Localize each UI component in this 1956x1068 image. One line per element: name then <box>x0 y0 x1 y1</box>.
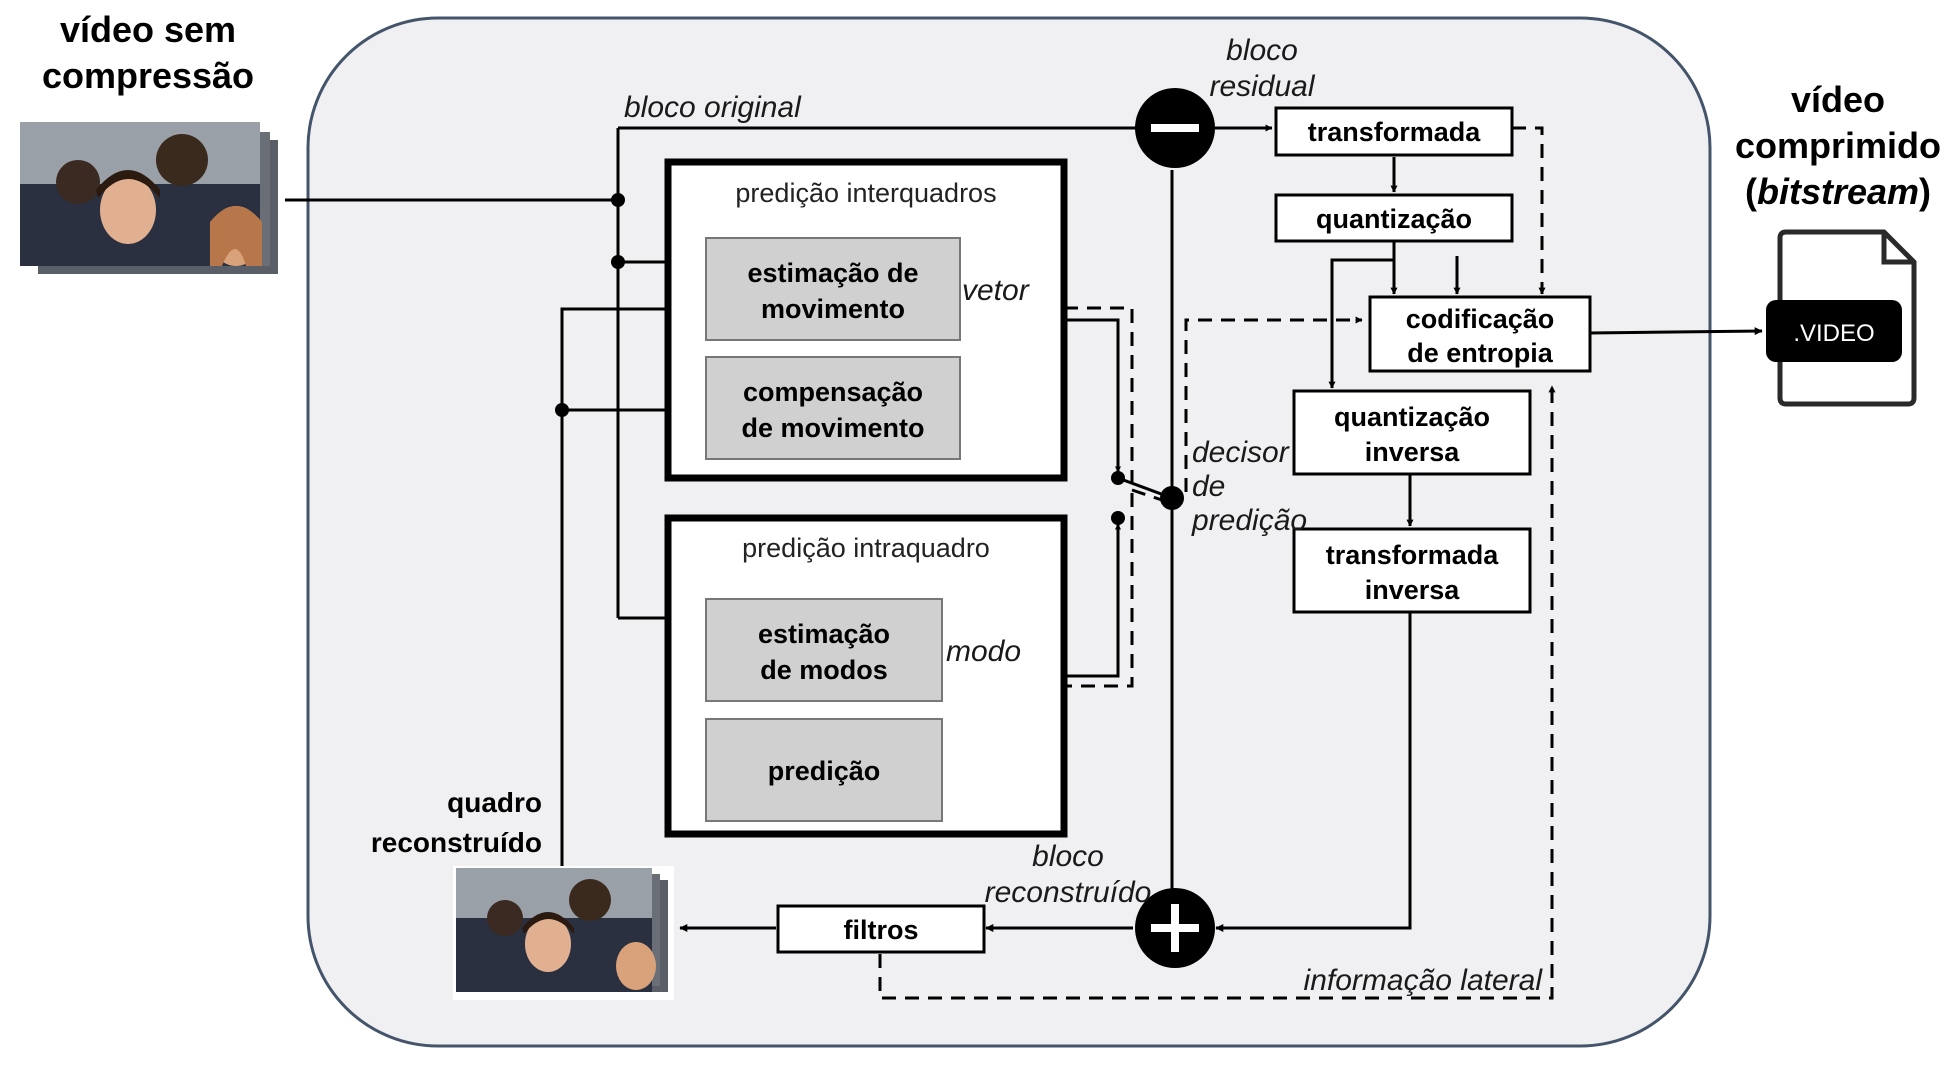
mode-estimation-label: de modos <box>760 655 888 685</box>
mode-estimation-label: estimação <box>758 619 890 649</box>
quantization-label: quantização <box>1316 204 1472 234</box>
output-file-icon <box>1766 229 1917 407</box>
input-title: vídeo sem <box>60 9 236 50</box>
prediction-label: predição <box>768 756 881 786</box>
output-title: (bitstream) <box>1745 171 1931 212</box>
switch-contact-inter <box>1111 471 1125 485</box>
quadro-reconstruido-label: quadro <box>447 787 542 818</box>
adder-node <box>1135 888 1215 968</box>
motion-estimation-block <box>705 237 961 341</box>
decisor-label: predição <box>1191 504 1307 537</box>
filters-block <box>776 904 986 954</box>
modo-label: modo <box>946 635 1021 668</box>
file-badge <box>1766 300 1902 362</box>
informacao-lateral-label: informação lateral <box>1304 964 1544 997</box>
prediction-block <box>705 718 943 822</box>
bloco-original-label: bloco original <box>624 91 802 124</box>
decisor-label: decisor <box>1192 436 1290 469</box>
subtractor-node <box>1135 88 1215 168</box>
switch-contact-intra <box>1111 511 1125 525</box>
junction-dot <box>611 193 625 207</box>
transform-label: transformada <box>1308 117 1482 147</box>
vetor-label: vetor <box>962 274 1030 307</box>
file-label: .VIDEO <box>1793 320 1874 347</box>
inverse-quantization-label: quantização <box>1334 402 1490 432</box>
motion-compensation-block <box>705 356 961 460</box>
junction-dot <box>611 255 625 269</box>
quantization-block <box>1274 193 1514 243</box>
inverse-quantization-block <box>1292 389 1532 476</box>
inverse-quantization-label: inversa <box>1365 437 1461 467</box>
decisor-label: de <box>1192 470 1225 503</box>
inverse-transform-label: transformada <box>1326 540 1500 570</box>
input-video-thumbnail <box>20 122 278 274</box>
junction-dot <box>555 403 569 417</box>
entropy-coding-label: codificação <box>1406 304 1555 334</box>
bloco-residual-label: bloco <box>1226 34 1298 67</box>
motion-estimation-label: estimação de <box>747 258 918 288</box>
output-title: vídeo <box>1791 79 1885 120</box>
motion-estimation-label: movimento <box>761 294 905 324</box>
quadro-reconstruido-label: reconstruído <box>371 827 542 858</box>
filters-label: filtros <box>843 915 918 945</box>
bloco-reconstruido-label: reconstruído <box>985 876 1152 909</box>
decisor-node <box>1160 486 1184 510</box>
reconstructed-frame-thumbnail <box>453 866 674 1000</box>
entropy-coding-label: de entropia <box>1407 338 1554 368</box>
inverse-transform-label: inversa <box>1365 575 1461 605</box>
bloco-residual-label: residual <box>1209 70 1315 103</box>
motion-compensation-label: compensação <box>743 377 923 407</box>
mode-estimation-block <box>705 598 943 702</box>
input-title: compressão <box>42 55 254 96</box>
motion-compensation-label: de movimento <box>741 413 924 443</box>
output-title: comprimido <box>1735 125 1941 166</box>
inverse-transform-block <box>1292 527 1532 614</box>
bloco-reconstruido-label: bloco <box>1032 840 1104 873</box>
inter-module-title: predição interquadros <box>735 178 996 208</box>
transform-block <box>1274 106 1514 157</box>
intra-module-title: predição intraquadro <box>742 533 990 563</box>
entropy-coding-block <box>1368 295 1592 373</box>
